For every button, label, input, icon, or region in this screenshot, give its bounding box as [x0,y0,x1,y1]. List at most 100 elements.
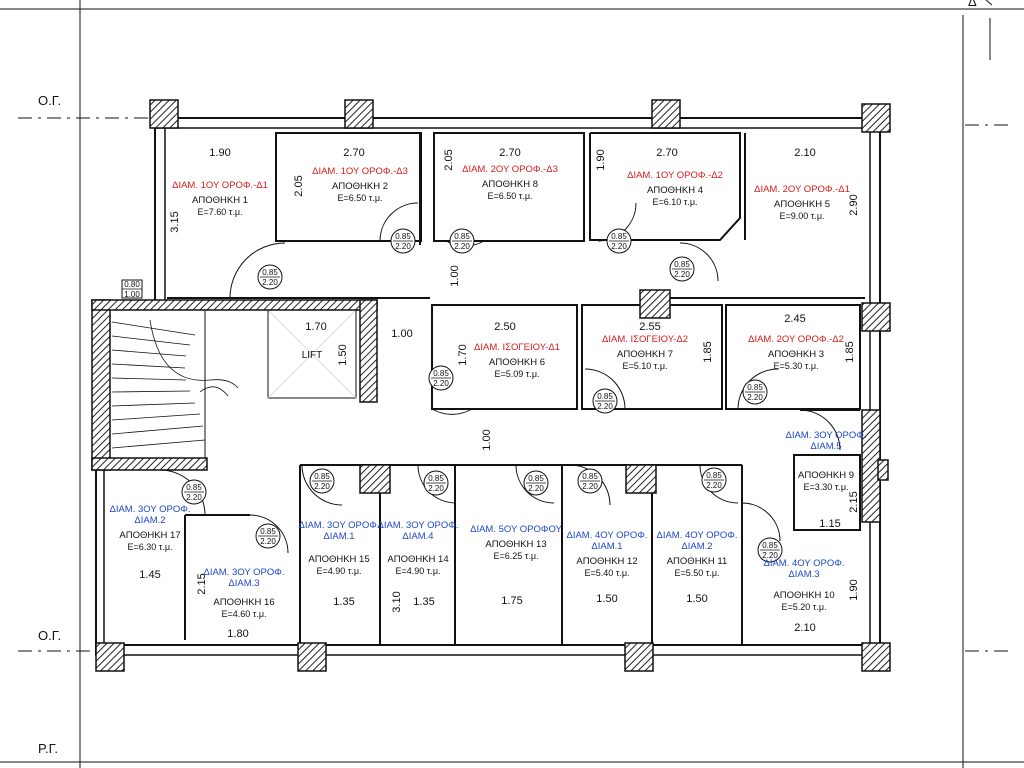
door-tag: 0.852.20 [742,379,768,405]
room-owner: ΔΙΑΜ. ΙΣΟΓΕΙΟΥ-Δ2 [602,334,688,345]
svg-text:0.85: 0.85 [762,541,778,550]
grid-label-og-top: Ο.Γ. [38,93,62,108]
dim-r7-w: 2.55 [639,321,660,333]
room-name: ΑΠΟΘΗΚΗ 14 [387,554,448,565]
door-tag: 0.852.20 [592,388,618,414]
door-tag: 0.852.20 [449,228,475,254]
svg-text:0.80: 0.80 [124,280,140,289]
walls [91,117,881,656]
door-tag: 0.852.20 [606,228,632,254]
room-name: ΑΠΟΘΗΚΗ 7 [617,349,673,360]
room-owner: ΔΙΑΜ. 5ΟΥ ΟΡΟΦΟΥ [470,524,562,535]
svg-text:2.20: 2.20 [454,242,470,251]
dim-r9-w: 1.15 [819,518,840,530]
room-area: E=7.60 τ.μ. [197,207,242,217]
door-tag: 0.852.20 [577,468,603,494]
svg-text:0.85: 0.85 [582,472,598,481]
door-tag: 0.852.20 [669,256,695,282]
dim-corr-v2: 1.00 [481,429,493,450]
dim-r6-w: 2.50 [494,321,515,333]
dim-r1-h: 3.15 [169,211,181,232]
dim-r2-h: 2.05 [293,175,305,196]
svg-text:0.85: 0.85 [186,483,202,492]
room-owner: ΔΙΑΜ. 1ΟΥ ΟΡΟΦ.-Δ3 [312,166,408,177]
room-area: E=6.50 τ.μ. [487,191,532,201]
dim-r4-h: 1.90 [595,149,607,170]
dim-r17-w: 1.45 [139,569,160,581]
room-area: E=6.10 τ.μ. [652,197,697,207]
svg-text:2.20: 2.20 [314,482,330,491]
door-tag: 0.852.20 [255,523,281,549]
room-area: E=6.25 τ.μ. [493,551,538,561]
room-owner: ΔΙΑΜ. 4ΟΥ ΟΡΟΦ. [656,530,737,541]
dim-r5-h: 2.90 [848,194,860,215]
svg-text:0.85: 0.85 [314,472,330,481]
room-owner: ΔΙΑΜ.1 [323,531,354,542]
room-name: ΑΠΟΘΗΚΗ 12 [576,556,637,567]
svg-text:2.20: 2.20 [674,270,690,279]
room-owner: ΔΙΑΜ. 1ΟΥ ΟΡΟΦ.-Δ2 [627,170,723,181]
svg-text:1.00: 1.00 [124,290,140,299]
stair [111,319,239,449]
dim-r14-h: 3.10 [391,591,403,612]
dim-r12-w: 1.50 [596,593,617,605]
room-area: E=5.20 τ.μ. [781,602,826,612]
room-owner: ΔΙΑΜ. 3ΟΥ ΟΡΟΦ. [109,504,190,515]
dim-r10-h: 1.90 [848,579,860,600]
dim-r7-h: 1.85 [702,341,714,362]
room-owner: ΔΙΑΜ. 2ΟΥ ΟΡΟΦ.-Δ1 [754,184,850,195]
door-tag: 0.852.20 [701,467,727,493]
room-area: E=6.30 τ.μ. [127,542,172,552]
svg-text:0.85: 0.85 [674,260,690,269]
svg-text:0.85: 0.85 [260,527,276,536]
room-name: ΑΠΟΘΗΚΗ 10 [773,590,834,601]
room-name: ΑΠΟΘΗΚΗ 3 [768,349,824,360]
room-area: E=5.50 τ.μ. [674,568,719,578]
room-name: ΑΠΟΘΗΚΗ 13 [485,539,546,550]
grid-label-delta: Δ [968,0,977,9]
room-owner: ΔΙΑΜ.3 [788,569,819,580]
svg-text:2.20: 2.20 [433,379,449,388]
svg-text:2.20: 2.20 [260,537,276,546]
room-name: ΑΠΟΘΗΚΗ 4 [647,185,703,196]
room-owner: ΔΙΑΜ.3 [228,578,259,589]
svg-text:2.20: 2.20 [528,484,544,493]
svg-text:0.85: 0.85 [611,232,627,241]
dim-corr-v1: 1.00 [449,265,461,286]
room-name: ΑΠΟΘΗΚΗ 17 [119,530,180,541]
room-name: ΑΠΟΘΗΚΗ 5 [774,199,830,210]
door-tag: 0.852.20 [257,264,283,290]
dim-r13-w: 1.75 [501,595,522,607]
dim-r15-w: 1.35 [333,596,354,608]
columns [95,99,891,672]
svg-text:0.85: 0.85 [747,383,763,392]
svg-text:0.85: 0.85 [454,232,470,241]
dim-lift-w: 1.70 [305,321,326,333]
svg-text:2.20: 2.20 [186,493,202,502]
room-owner: ΔΙΑΜ.4 [402,531,433,542]
svg-text:0.85: 0.85 [262,268,278,277]
svg-text:0.85: 0.85 [428,474,444,483]
dimensions: 1.90 3.15 2.70 2.05 2.70 2.05 2.70 1.90 … [139,147,860,640]
dim-r9-h: 2.15 [848,491,860,512]
room-area: E=4.90 τ.μ. [395,566,440,576]
dim-corr-h: 1.00 [391,328,412,340]
svg-text:0.85: 0.85 [395,232,411,241]
room-owner: ΔΙΑΜ.2 [681,541,712,552]
room-owner: ΔΙΑΜ. 4ΟΥ ΟΡΟΦ. [566,530,647,541]
